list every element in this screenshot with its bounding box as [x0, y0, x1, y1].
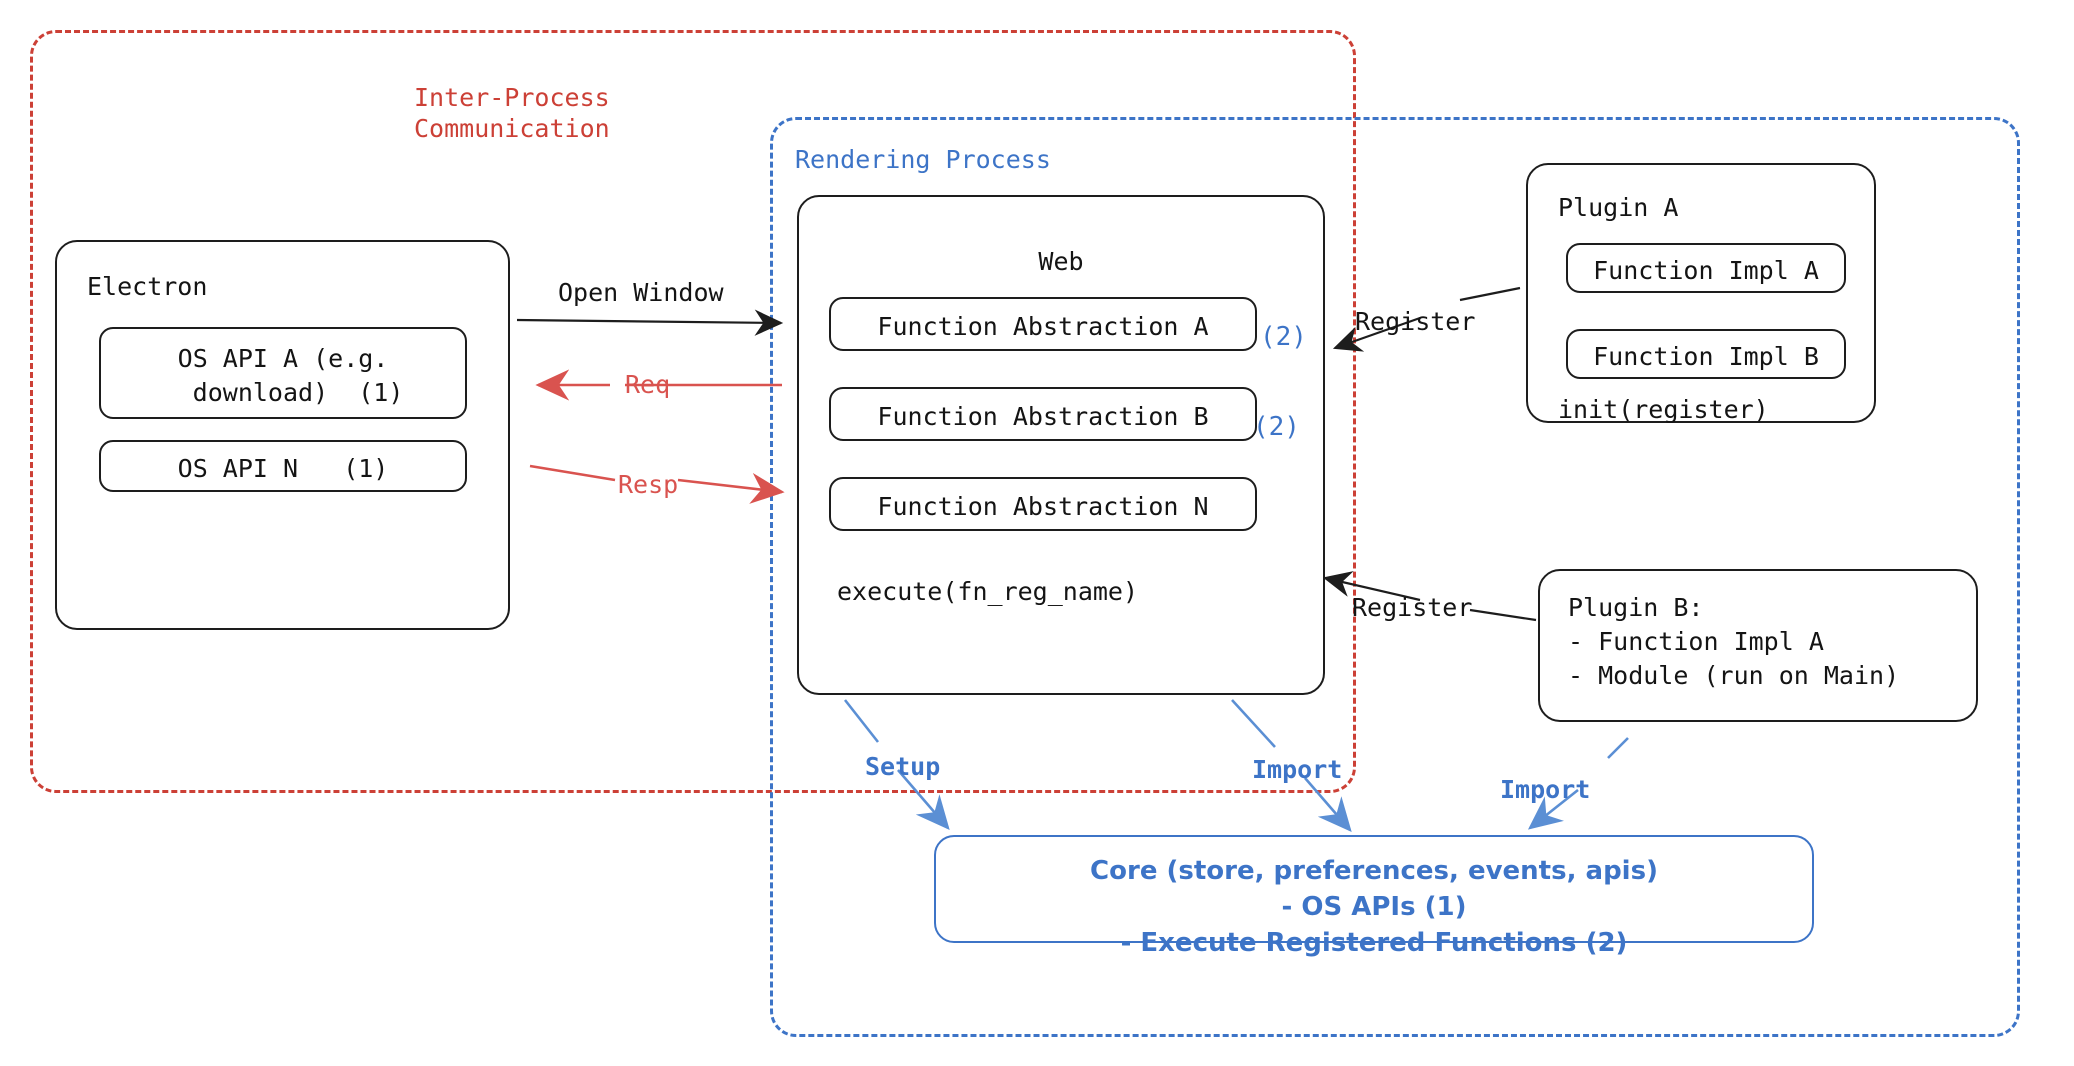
plugin-a-box[interactable]: Plugin A Function Impl A Function Impl B… — [1526, 163, 1876, 424]
plugin-a-init-label: init(register) — [1558, 395, 1769, 424]
web-execute-label: execute(fn_reg_name) — [837, 577, 1139, 606]
function-abstraction-n-label: Function Abstraction N — [877, 492, 1209, 521]
function-abstraction-b-box[interactable]: Function Abstraction B — [829, 387, 1257, 441]
electron-title: Electron — [87, 272, 208, 301]
function-impl-a-box[interactable]: Function Impl A — [1566, 243, 1846, 293]
function-impl-b-label: Function Impl B — [1593, 342, 1819, 371]
ipc-region-label: Inter-Process Communication — [414, 83, 610, 143]
edge-label-setup: Setup — [865, 752, 941, 781]
electron-box[interactable]: Electron OS API A (e.g. download) (1) OS… — [55, 240, 510, 630]
web-box[interactable]: Web Function Abstraction A Function Abst… — [797, 195, 1325, 695]
function-abstraction-a-box[interactable]: Function Abstraction A — [829, 297, 1257, 351]
core-box[interactable]: Core (store, preferences, events, apis) … — [934, 835, 1814, 958]
web-title: Web — [1038, 247, 1084, 276]
core-label: Core (store, preferences, events, apis) … — [1090, 856, 1658, 958]
edge-label-register-plugin-b: Register — [1352, 593, 1473, 622]
edge-label-req: Req — [625, 370, 671, 399]
edge-label-resp: Resp — [618, 470, 679, 499]
plugin-b-label: Plugin B: - Function Impl A - Module (ru… — [1568, 593, 1900, 690]
ipc-region-boundary — [30, 30, 1356, 793]
os-api-n-label: OS API N (1) — [177, 454, 389, 483]
edge-label-import-web: Import — [1252, 755, 1343, 784]
edge-label-import-plugin-b: Import — [1500, 775, 1591, 804]
plugin-a-title: Plugin A — [1558, 193, 1679, 222]
edge-label-open-window: Open Window — [558, 278, 724, 307]
rendering-process-region-label: Rendering Process — [795, 145, 1051, 174]
os-api-n-box[interactable]: OS API N (1) — [99, 440, 467, 492]
rendering-process-region-boundary — [770, 117, 2020, 1037]
function-abstraction-a-label: Function Abstraction A — [877, 312, 1209, 341]
os-api-a-label: OS API A (e.g. download) (1) — [177, 344, 404, 407]
marker-2-abstraction-b: (2) — [1253, 412, 1300, 442]
function-impl-a-label: Function Impl A — [1593, 256, 1819, 285]
os-api-a-box[interactable]: OS API A (e.g. download) (1) — [99, 327, 467, 419]
marker-2-abstraction-a: (2) — [1260, 322, 1307, 352]
function-abstraction-n-box[interactable]: Function Abstraction N — [829, 477, 1257, 531]
function-abstraction-b-label: Function Abstraction B — [877, 402, 1209, 431]
plugin-b-box[interactable]: Plugin B: - Function Impl A - Module (ru… — [1538, 569, 1978, 722]
edge-label-register-plugin-a: Register — [1355, 307, 1476, 336]
function-impl-b-box[interactable]: Function Impl B — [1566, 329, 1846, 379]
